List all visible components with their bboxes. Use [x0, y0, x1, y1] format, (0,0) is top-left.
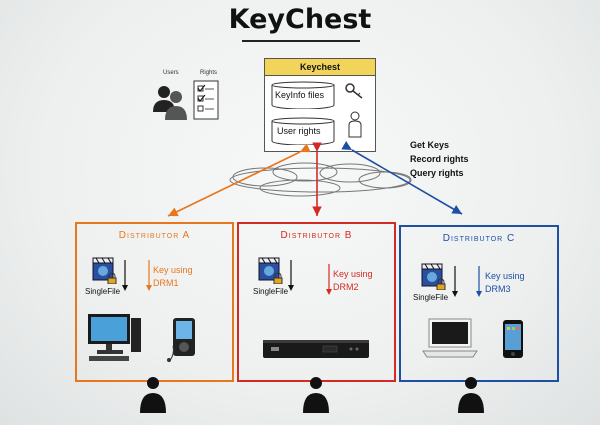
arrow-distributor-c: [341, 141, 463, 215]
keyinfo-database-icon: [271, 81, 335, 109]
person-icon: [458, 377, 484, 413]
key-using-label: Key using: [153, 265, 193, 275]
person-outline-icon: [348, 111, 362, 138]
arrow-down-icon: [122, 260, 128, 291]
key-using-label: Key using: [333, 269, 373, 279]
page-title: KeyChest: [228, 4, 372, 35]
distributor-c-box: Distributor C SingleFile Key using DRM3: [399, 225, 559, 382]
key-icon: [345, 83, 363, 99]
lock-icon: [107, 272, 117, 284]
single-file-label: SingleFile: [253, 287, 289, 296]
user-rights-label: User rights: [277, 126, 321, 136]
clapperboard-file-icon: [92, 257, 114, 281]
arrow-distributor-a: [167, 143, 311, 217]
keyinfo-files-label: KeyInfo files: [275, 90, 325, 100]
rights-checklist-icon: [193, 80, 219, 120]
arrow-down-icon: [288, 260, 294, 291]
key-arrow-down-icon: [146, 260, 152, 291]
desktop-computer-icon: [88, 314, 141, 361]
smartphone-icon: [503, 320, 523, 358]
media-player-icon: [167, 318, 195, 363]
keychest-box: Keychest KeyInfo files User rights: [264, 58, 376, 152]
drm-label: DRM2: [333, 282, 359, 292]
users-icon: [153, 86, 187, 120]
drm-label: DRM1: [153, 278, 179, 288]
drm-label: DRM3: [485, 284, 511, 294]
arrow-down-icon: [452, 266, 458, 297]
clapperboard-file-icon: [421, 263, 443, 287]
lock-icon: [436, 278, 446, 290]
single-file-label: SingleFile: [85, 287, 121, 296]
set-top-box-icon: [263, 340, 369, 358]
distributor-a-box: Distributor A SingleFile Key using DRM1: [75, 222, 234, 382]
key-using-label: Key using: [485, 271, 525, 281]
key-arrow-down-icon: [326, 264, 332, 295]
person-icon: [303, 377, 329, 413]
distributor-b-title: Distributor B: [280, 230, 353, 241]
distributor-a-title: Distributor A: [118, 230, 191, 241]
distributor-c-title: Distributor C: [442, 233, 516, 244]
users-label: Users: [163, 70, 179, 76]
lock-icon: [273, 272, 283, 284]
rights-label: Rights: [200, 70, 218, 76]
distributor-b-box: Distributor B SingleFile Key using DRM2: [237, 222, 396, 382]
clapperboard-file-icon: [258, 257, 280, 281]
single-file-label: SingleFile: [413, 293, 449, 302]
keychest-header: Keychest: [265, 59, 375, 76]
laptop-icon: [422, 318, 478, 358]
title-underline: [242, 40, 360, 42]
key-arrow-down-icon: [476, 266, 482, 297]
person-icon: [140, 377, 166, 413]
